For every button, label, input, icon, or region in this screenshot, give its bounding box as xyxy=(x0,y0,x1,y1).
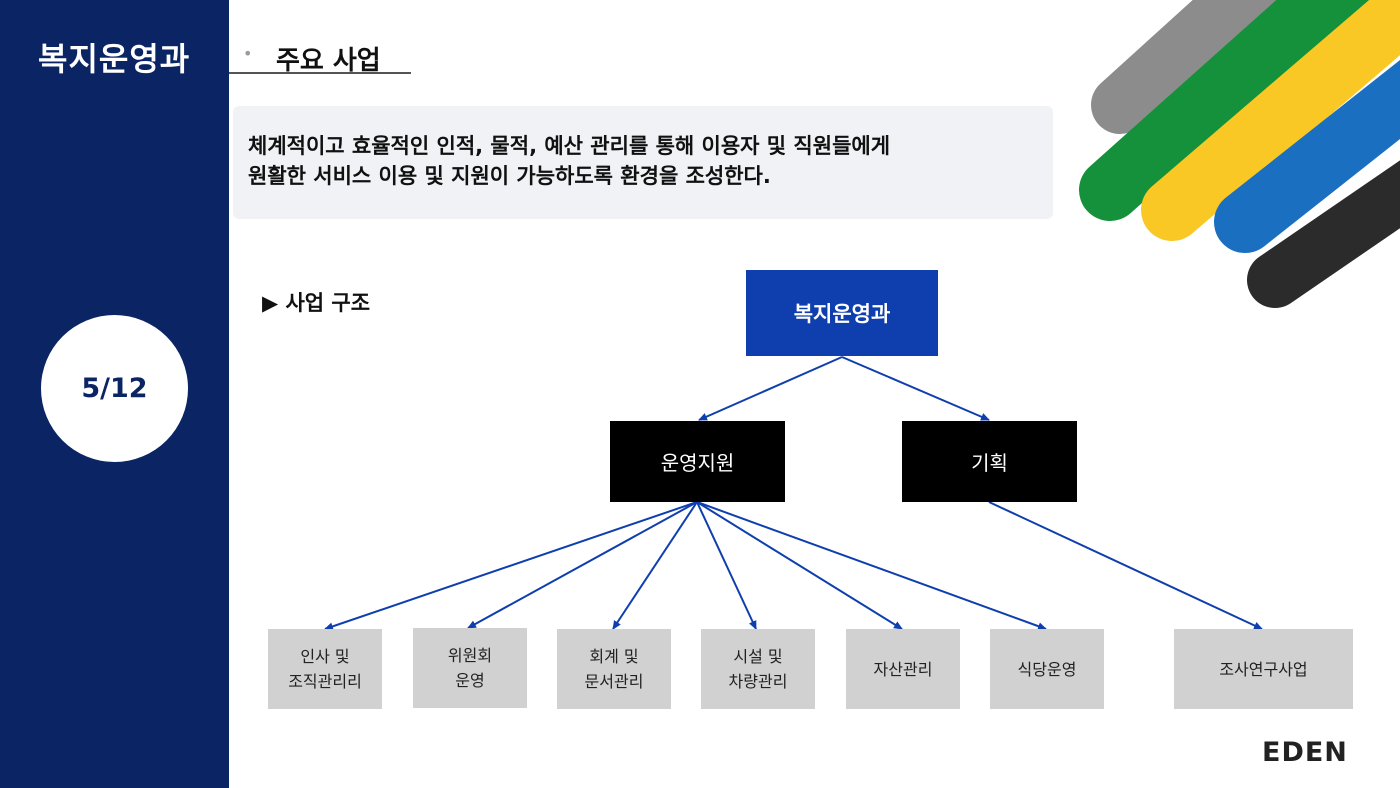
connector-ops-to-leaf-4 xyxy=(696,501,757,630)
org-root-box: 복지운영과 xyxy=(746,270,938,356)
page-indicator-circle: 5/12 xyxy=(41,315,188,462)
summary-box xyxy=(233,106,1053,219)
section-title: 주요 사업 xyxy=(276,46,381,76)
summary-line-2: 원활한 서비스 이용 및 지원이 가능하도록 환경을 조성한다. xyxy=(248,164,771,188)
leaf-label: 문서관리 xyxy=(584,672,644,691)
connector-ops-to-leaf-6 xyxy=(696,501,1047,631)
leaf-label: 회계 및 xyxy=(589,647,639,666)
org-leaf-assets: 자산관리 xyxy=(846,629,960,709)
connector-ops-to-leaf-5 xyxy=(696,501,903,630)
connector-root-to-planning xyxy=(841,356,990,421)
org-leaf-cafeteria: 식당운영 xyxy=(990,629,1104,709)
leaf-label: 자산관리 xyxy=(873,659,933,679)
connector-root-to-ops xyxy=(698,356,843,421)
summary-line-1: 체계적이고 효율적인 인적, 물적, 예산 관리를 통해 이용자 및 직원들에게 xyxy=(248,134,891,158)
page-indicator: 5/12 xyxy=(81,373,148,404)
leaf-label: 조사연구사업 xyxy=(1219,659,1308,679)
logo-text: EDEN xyxy=(1262,737,1348,768)
department-title: 복지운영과 xyxy=(38,40,191,78)
leaf-label: 운영 xyxy=(455,671,485,690)
decorative-stripes-graphic xyxy=(1079,0,1400,308)
org-planning-box: 기획 xyxy=(902,421,1077,502)
section-underline xyxy=(229,72,411,74)
org-ops-support-box: 운영지원 xyxy=(610,421,785,502)
connector-planning-to-leaf-7 xyxy=(988,501,1263,630)
connector-ops-to-leaf-3 xyxy=(612,501,698,630)
leaf-label: 위원회 xyxy=(447,646,493,665)
connector-ops-to-leaf-2 xyxy=(467,501,698,629)
section-bullet: • xyxy=(243,44,253,63)
leaf-label: 조직관리리 xyxy=(288,672,362,691)
leaf-label: 시설 및 xyxy=(733,647,783,666)
leaf-label: 차량관리 xyxy=(728,672,788,691)
leaf-label: 인사 및 xyxy=(300,647,350,666)
leaf-label: 식당운영 xyxy=(1017,659,1077,679)
eden-logo: EDEN xyxy=(1262,737,1348,768)
summary-text: 체계적이고 효율적인 인적, 물적, 예산 관리를 통해 이용자 및 직원들에게… xyxy=(248,131,1048,191)
org-leaf-research: 조사연구사업 xyxy=(1174,629,1353,709)
structure-heading: ▶ 사업 구조 xyxy=(262,291,371,315)
connector-ops-to-leaf-1 xyxy=(324,501,698,631)
